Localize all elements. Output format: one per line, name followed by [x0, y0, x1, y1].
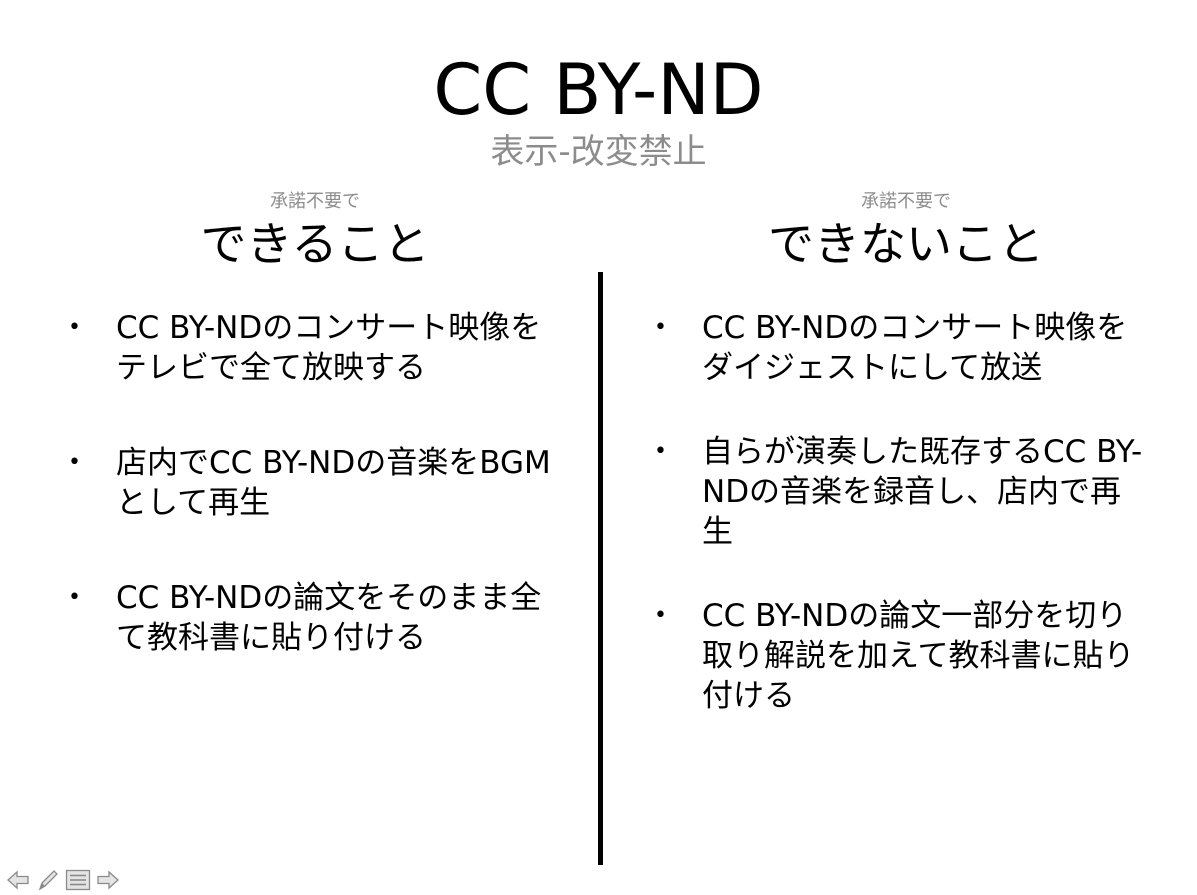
bullet-icon: •	[654, 439, 667, 464]
allowed-heading: できること	[200, 217, 430, 271]
bullet-icon: •	[68, 585, 81, 610]
arrow-right-icon	[97, 870, 119, 890]
arrow-left-icon	[7, 870, 29, 890]
not-allowed-list: • CC BY-NDのコンサート映像をダイジェストにして放送 • 自らが演奏した…	[636, 308, 1150, 716]
list-item-text: 店内でCC BY-NDの音楽をBGMとして再生	[116, 445, 551, 521]
list-item: • CC BY-NDの論文一部分を切り取り解説を加えて教科書に貼り付ける	[636, 596, 1150, 716]
pen-tool-button[interactable]	[34, 867, 62, 893]
list-item-text: CC BY-NDの論文をそのまま全て教科書に貼り付ける	[116, 580, 542, 656]
allowed-column: 承諾不要で できること • CC BY-NDのコンサート映像をテレビで全て放映す…	[50, 190, 560, 656]
next-slide-button[interactable]	[94, 867, 122, 893]
pen-icon	[38, 870, 58, 891]
list-item-text: CC BY-NDのコンサート映像をダイジェストにして放送	[702, 310, 1128, 386]
not-allowed-heading: できないこと	[768, 217, 1044, 271]
slide-subtitle: 表示-改変禁止	[490, 132, 707, 172]
not-allowed-note: 承諾不要で	[861, 191, 951, 212]
allowed-note: 承諾不要で	[270, 191, 360, 212]
bullet-icon: •	[654, 603, 667, 628]
list-item: • 自らが演奏した既存するCC BY-NDの音楽を録音し、店内で再生	[636, 432, 1150, 552]
column-divider	[598, 272, 603, 865]
presentation-nav-bar	[4, 867, 122, 893]
bullet-icon: •	[68, 450, 81, 475]
allowed-list: • CC BY-NDのコンサート映像をテレビで全て放映する • 店内でCC BY…	[50, 308, 556, 658]
list-item-text: CC BY-NDの論文一部分を切り取り解説を加えて教科書に貼り付ける	[702, 598, 1135, 714]
bullet-icon: •	[654, 315, 667, 340]
previous-slide-button[interactable]	[4, 867, 32, 893]
slide-title: CC BY-ND	[433, 49, 764, 131]
menu-icon	[65, 869, 91, 891]
list-item-text: 自らが演奏した既存するCC BY-NDの音楽を録音し、店内で再生	[702, 434, 1143, 550]
list-item: • CC BY-NDの論文をそのまま全て教科書に貼り付ける	[50, 578, 556, 658]
bullet-icon: •	[68, 315, 81, 340]
not-allowed-column: 承諾不要で できないこと • CC BY-NDのコンサート映像をダイジェストにし…	[636, 190, 1151, 714]
list-item-text: CC BY-NDのコンサート映像をテレビで全て放映する	[116, 310, 542, 386]
list-item: • CC BY-NDのコンサート映像をテレビで全て放映する	[50, 308, 556, 388]
list-item: • CC BY-NDのコンサート映像をダイジェストにして放送	[636, 308, 1150, 388]
slide-menu-button[interactable]	[64, 867, 92, 893]
list-item: • 店内でCC BY-NDの音楽をBGMとして再生	[50, 443, 556, 523]
